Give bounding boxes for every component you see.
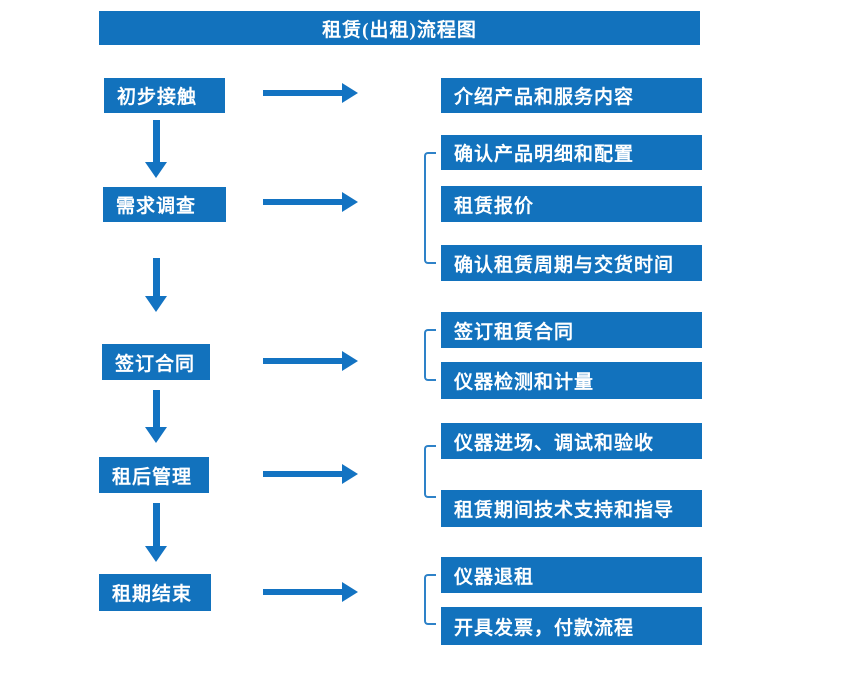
detail-box-sign-rental-contract: 签订租赁合同: [441, 312, 702, 348]
right-arrow-head: [342, 192, 358, 212]
detail-box-rental-quote: 租赁报价: [441, 186, 702, 222]
bracket-connector: [424, 574, 436, 625]
bracket-connector: [424, 152, 436, 264]
right-arrow-shaft: [263, 199, 342, 205]
flowchart-title: 租赁(出租)流程图: [99, 11, 700, 45]
step-box-initial-contact: 初步接触: [104, 78, 225, 113]
step-box-sign-contract: 签订合同: [102, 344, 210, 380]
right-arrow-head: [342, 83, 358, 103]
down-arrow-icon: [145, 120, 167, 178]
detail-box-instrument-setup-acceptance: 仪器进场、调试和验收: [441, 423, 702, 459]
step-box-post-rental-management: 租后管理: [99, 457, 209, 493]
detail-box-invoice-payment: 开具发票，付款流程: [441, 607, 702, 645]
down-arrow-shaft: [152, 120, 160, 162]
right-arrow-icon: [263, 192, 358, 212]
right-arrow-shaft: [263, 471, 342, 477]
down-arrow-icon: [145, 258, 167, 312]
down-arrow-icon: [145, 390, 167, 443]
right-arrow-head: [342, 582, 358, 602]
down-arrow-head: [145, 162, 167, 178]
right-arrow-head: [342, 351, 358, 371]
down-arrow-icon: [145, 503, 167, 562]
detail-box-tech-support: 租赁期间技术支持和指导: [441, 490, 702, 527]
right-arrow-icon: [263, 83, 358, 103]
right-arrow-shaft: [263, 589, 342, 595]
detail-box-confirm-rental-period: 确认租赁周期与交货时间: [441, 245, 702, 281]
down-arrow-shaft: [152, 258, 160, 296]
detail-box-instrument-return: 仪器退租: [441, 557, 702, 593]
detail-box-confirm-product-details: 确认产品明细和配置: [441, 135, 702, 170]
right-arrow-head: [342, 464, 358, 484]
step-box-lease-end: 租期结束: [99, 574, 211, 611]
right-arrow-shaft: [263, 90, 342, 96]
right-arrow-icon: [263, 351, 358, 371]
down-arrow-shaft: [152, 503, 160, 546]
right-arrow-icon: [263, 582, 358, 602]
down-arrow-shaft: [152, 390, 160, 427]
bracket-connector: [424, 329, 436, 381]
right-arrow-shaft: [263, 358, 342, 364]
down-arrow-head: [145, 546, 167, 562]
right-arrow-icon: [263, 464, 358, 484]
down-arrow-head: [145, 296, 167, 312]
detail-box-instrument-testing: 仪器检测和计量: [441, 362, 702, 399]
down-arrow-head: [145, 427, 167, 443]
detail-box-introduce-products: 介绍产品和服务内容: [441, 78, 702, 113]
step-box-demand-survey: 需求调查: [103, 187, 226, 222]
bracket-connector: [424, 445, 436, 498]
